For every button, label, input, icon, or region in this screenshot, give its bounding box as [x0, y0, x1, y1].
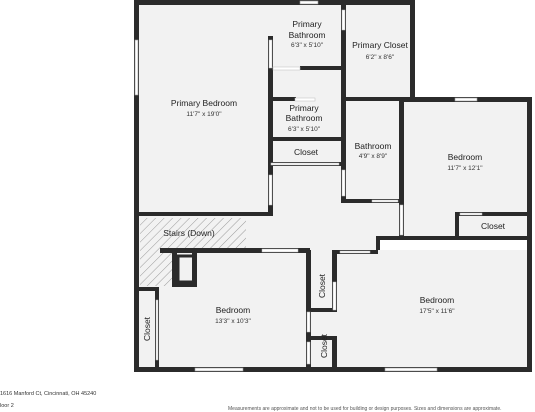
- room-name: Bedroom: [216, 305, 251, 315]
- room-dims: 11'7" x 19'0": [186, 111, 222, 118]
- room-name: Closet: [481, 221, 506, 231]
- room-name: Bathroom: [289, 30, 326, 40]
- room-name: Primary Closet: [352, 40, 408, 50]
- room-closet-mid-vertical-top: Closet: [317, 273, 327, 298]
- room-closet-mid-vertical-bottom: Closet: [319, 333, 329, 358]
- room-name: Closet: [294, 147, 319, 157]
- room-name: Closet: [317, 273, 327, 298]
- room-name: Primary: [292, 19, 322, 29]
- stairs-area: [140, 218, 246, 250]
- room-dims: 6'3" x 5'10": [288, 126, 321, 133]
- room-dims: 6'3" x 5'10": [291, 42, 324, 49]
- room-primary-closet: Primary Closet 6'2" x 8'6": [352, 40, 408, 61]
- room-dims: 13'3" x 10'3": [215, 318, 251, 325]
- floor-label: loor 2: [0, 403, 14, 409]
- room-closet-right: Closet: [481, 221, 506, 231]
- room-name: Primary Bedroom: [171, 98, 237, 108]
- room-name: Bathroom: [286, 113, 323, 123]
- room-name: Stairs (Down): [163, 228, 215, 238]
- room-bedroom-bottom-left: Bedroom 13'3" x 10'3": [215, 305, 251, 325]
- room-stairs: Stairs (Down): [163, 228, 215, 238]
- room-dims: 4'9" x 8'9": [359, 153, 388, 160]
- room-dims: 11'7" x 12'1": [447, 165, 483, 172]
- room-name: Bedroom: [448, 152, 483, 162]
- doors: [155, 9, 483, 365]
- room-bedroom-right-top: Bedroom 11'7" x 12'1": [447, 152, 483, 172]
- room-name: Closet: [319, 333, 329, 358]
- room-primary-bathroom-mid: Primary Bathroom 6'3" x 5'10": [286, 103, 323, 133]
- windows: [134, 0, 478, 372]
- room-dims: 6'2" x 8'6": [366, 54, 395, 61]
- room-bathroom: Bathroom 4'9" x 8'9": [355, 141, 392, 160]
- stairs-landing: [140, 250, 173, 286]
- room-name: Primary: [289, 103, 319, 113]
- address-text: 1616 Manford Ct, Cincinnati, OH 45240: [0, 391, 97, 397]
- room-primary-bedroom: Primary Bedroom 11'7" x 19'0": [171, 98, 237, 118]
- room-bedroom-bottom-right: Bedroom 17'5" x 11'6": [419, 295, 455, 315]
- room-primary-bathroom-top: Primary Bathroom 6'3" x 5'10": [289, 19, 326, 49]
- room-name: Closet: [142, 316, 152, 341]
- room-closet-left-vertical: Closet: [142, 316, 152, 341]
- room-name: Bathroom: [355, 141, 392, 151]
- room-name: Bedroom: [420, 295, 455, 305]
- disclaimer-text: Measurements are approximate and not to …: [228, 406, 502, 412]
- room-closet-mid: Closet: [294, 147, 319, 157]
- floor-area: [136, 3, 532, 370]
- room-dims: 17'5" x 11'6": [419, 308, 455, 315]
